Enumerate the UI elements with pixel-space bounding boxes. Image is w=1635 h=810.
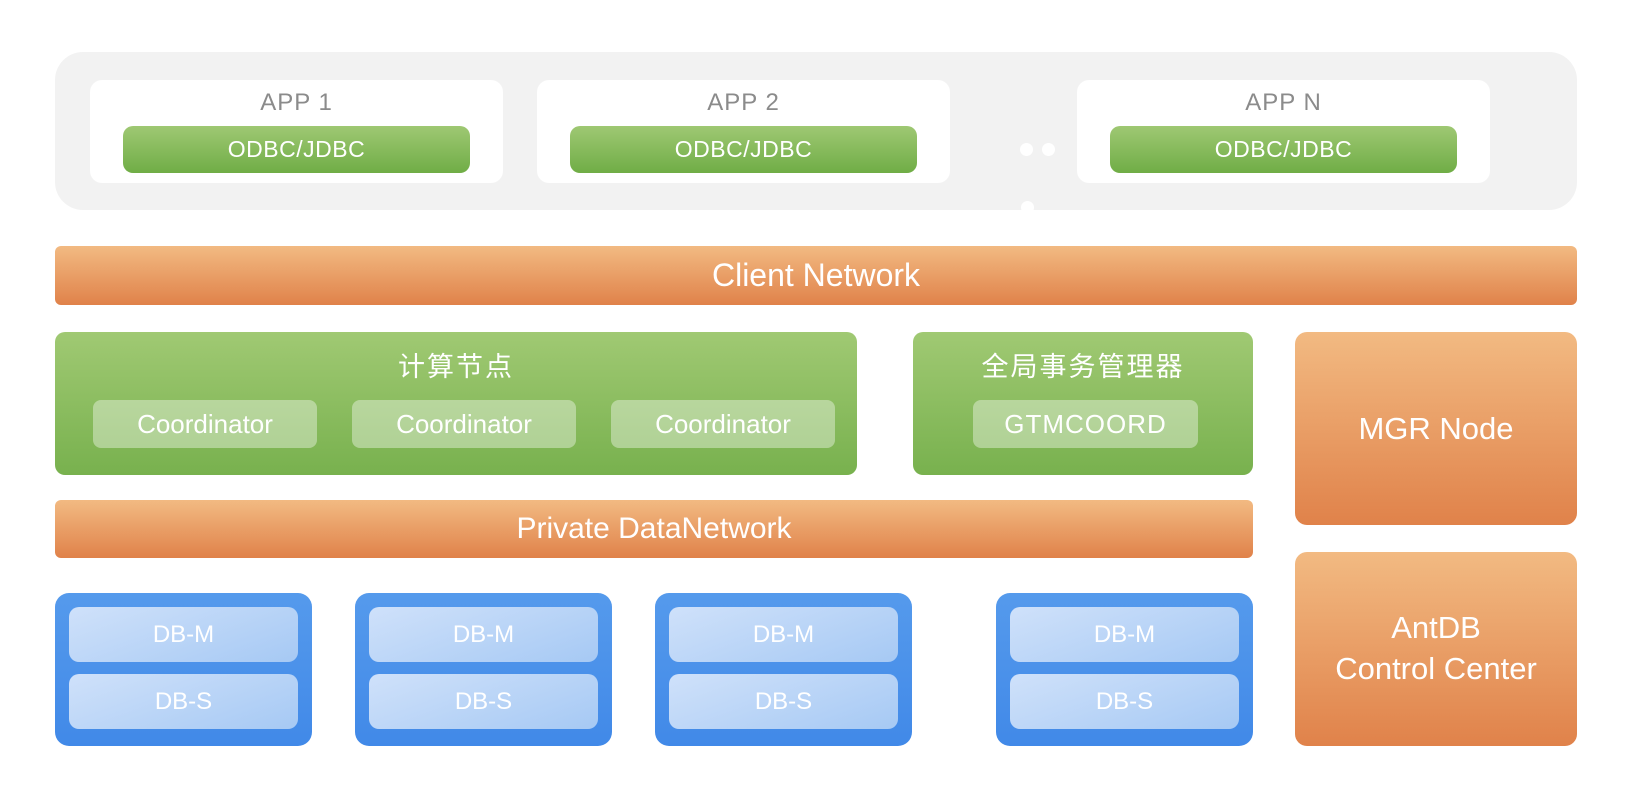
control-center-line2: Control Center [1335, 651, 1537, 686]
dot-icon [1021, 201, 1034, 214]
odbc-jdbc-button: ODBC/JDBC [570, 126, 917, 173]
gtm-title: 全局事务管理器 [981, 352, 1185, 382]
coordinator-button: Coordinator [352, 400, 576, 448]
private-data-network-bar: Private DataNetwork [55, 500, 1253, 558]
db-standby-button: DB-S [669, 674, 898, 729]
odbc-jdbc-button: ODBC/JDBC [1110, 126, 1457, 173]
app-card: APP 2 ODBC/JDBC [537, 80, 950, 183]
db-master-button: DB-M [669, 607, 898, 662]
app-card: APP 1 ODBC/JDBC [90, 80, 503, 183]
db-master-button: DB-M [1010, 607, 1239, 662]
db-master-button: DB-M [369, 607, 598, 662]
coordinator-button: Coordinator [611, 400, 835, 448]
dot-icon [1042, 143, 1055, 156]
gtmcoord-button: GTMCOORD [973, 400, 1198, 448]
app-card-title: APP 1 [260, 89, 333, 116]
db-standby-button: DB-S [69, 674, 298, 729]
app-card-title: APP N [1245, 89, 1322, 116]
mgr-node-box: MGR Node [1295, 332, 1577, 525]
app-card-title: APP 2 [707, 89, 780, 116]
db-master-button: DB-M [69, 607, 298, 662]
db-group-box: DB-M DB-S [655, 593, 912, 746]
dot-icon [1020, 143, 1033, 156]
db-group-box: DB-M DB-S [355, 593, 612, 746]
app-card: APP N ODBC/JDBC [1077, 80, 1490, 183]
db-standby-button: DB-S [369, 674, 598, 729]
control-center-box: AntDB Control Center [1295, 552, 1577, 746]
ellipsis-dots-icon [1020, 143, 1068, 156]
coordinator-button: Coordinator [93, 400, 317, 448]
db-standby-button: DB-S [1010, 674, 1239, 729]
client-network-bar: Client Network [55, 246, 1577, 305]
control-center-line1: AntDB [1391, 610, 1481, 646]
db-group-box: DB-M DB-S [996, 593, 1253, 746]
compute-node-box: 计算节点 Coordinator Coordinator Coordinator [55, 332, 857, 475]
gtm-box: 全局事务管理器 GTMCOORD [913, 332, 1253, 475]
compute-node-title: 计算节点 [398, 352, 514, 382]
odbc-jdbc-button: ODBC/JDBC [123, 126, 470, 173]
db-group-box: DB-M DB-S [55, 593, 312, 746]
app-layer-container: APP 1 ODBC/JDBC APP 2 ODBC/JDBC APP N OD… [55, 52, 1577, 214]
